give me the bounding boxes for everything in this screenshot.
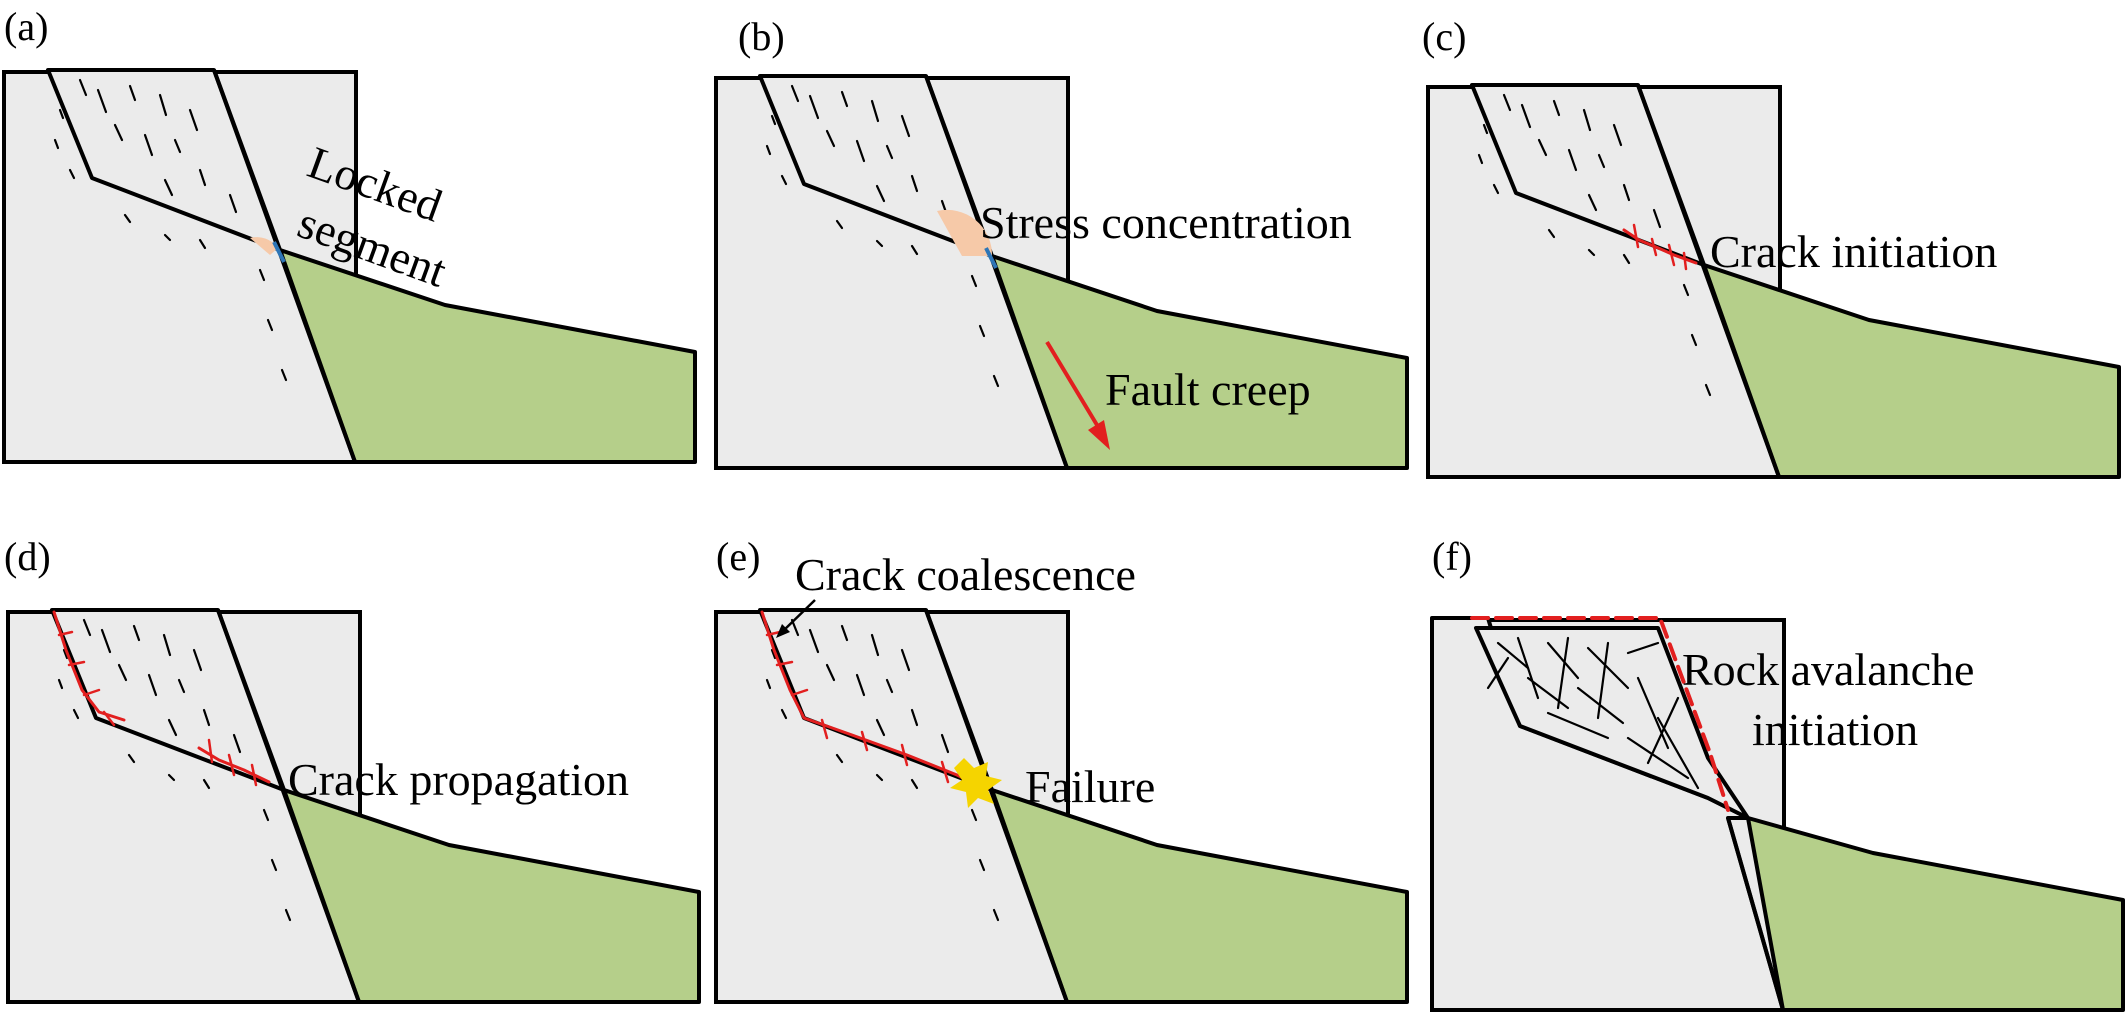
label-rock-avalanche: Rock avalanche bbox=[1682, 644, 1974, 695]
panel-c: (c) Crack initiation bbox=[1422, 14, 2121, 479]
panel-letter: (f) bbox=[1432, 534, 1472, 579]
panel-letter: (a) bbox=[4, 4, 48, 49]
creep-arrowhead bbox=[1088, 420, 1110, 450]
label-initiation: initiation bbox=[1752, 704, 1918, 755]
locked-segment bbox=[272, 241, 286, 263]
fractured-debris bbox=[1486, 636, 1700, 790]
debris-mass bbox=[1474, 626, 1750, 820]
label-failure: Failure bbox=[1025, 761, 1155, 812]
label-fault-creep: Fault creep bbox=[1105, 364, 1311, 415]
panel-b: (b) Stress concentration Fault creep bbox=[714, 14, 1409, 470]
label-crack-initiation: Crack initiation bbox=[1710, 226, 1997, 277]
stress-zone bbox=[937, 209, 993, 256]
panel-f: (f) bbox=[1430, 534, 2125, 1012]
failure-burst bbox=[950, 758, 1002, 808]
panel-letter: (b) bbox=[738, 14, 785, 59]
creep-arrow bbox=[1045, 340, 1102, 432]
panel-e: (e) Crack coalescence Failure bbox=[714, 534, 1409, 1004]
red-crack-coalesced bbox=[760, 610, 989, 792]
panel-letter: (d) bbox=[4, 534, 51, 579]
panel-d: (d) Crack propagation bbox=[4, 534, 701, 1004]
locked-segment bbox=[984, 247, 998, 269]
panel-letter: (e) bbox=[716, 534, 760, 579]
coalescence-pointer bbox=[781, 599, 816, 633]
stress-zone bbox=[250, 237, 278, 255]
panel-a: (a) Locked segment bbox=[2, 4, 697, 464]
release-outline bbox=[1470, 616, 1730, 812]
panel-letter: (c) bbox=[1422, 14, 1466, 59]
label-crack-coalescence: Crack coalescence bbox=[795, 549, 1136, 600]
label-crack-propagation: Crack propagation bbox=[288, 754, 629, 805]
red-crack bbox=[1622, 228, 1698, 265]
label-stress-concentration: Stress concentration bbox=[980, 197, 1352, 248]
